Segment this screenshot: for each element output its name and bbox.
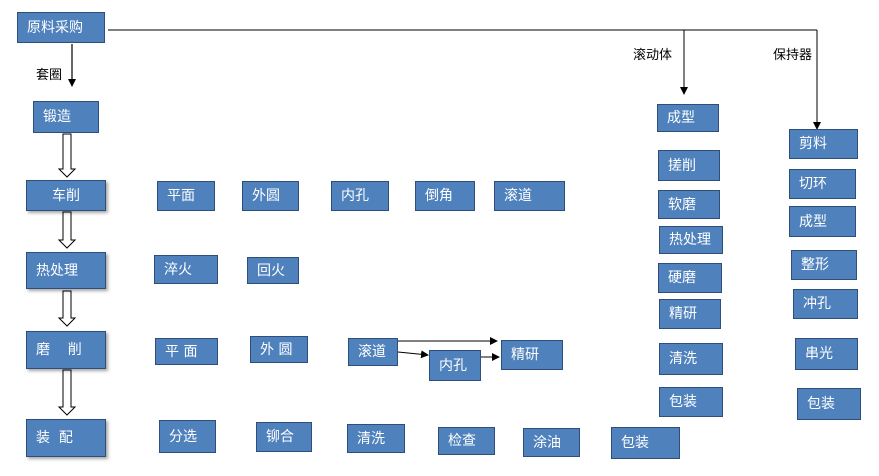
- procurement-box: 原料采购: [17, 12, 105, 43]
- rolling-step-hard-grinding: 硬磨: [658, 263, 722, 293]
- heat-op-quench: 淬火: [154, 255, 218, 284]
- grinding-op-bore: 内孔: [429, 350, 481, 381]
- rolling-step-cleaning: 清洗: [659, 343, 723, 375]
- rolling-element-label: 滚动体: [633, 48, 673, 63]
- cage-step-barrel-polishing: 串光: [795, 338, 858, 370]
- arrow-raceway-to-bore: [397, 350, 429, 359]
- cage-label: 保持器: [773, 48, 813, 63]
- grinding-op-raceway: 滚道: [348, 338, 398, 366]
- cage-step-forming: 成型: [789, 206, 856, 237]
- main-step-heat-treatment: 热处理: [26, 252, 106, 289]
- turning-op-chamfer: 倒角: [415, 181, 475, 211]
- assembly-op-cleaning: 清洗: [347, 424, 405, 453]
- assembly-op-packing: 包装: [611, 427, 680, 459]
- rolling-step-finishing: 精研: [659, 299, 721, 329]
- cage-step-blanking: 剪料: [789, 129, 858, 159]
- main-step-turning: 车削: [26, 180, 106, 211]
- cage-step-shaping: 整形: [791, 250, 857, 280]
- rolling-step-flashing: 搓削: [658, 150, 720, 181]
- main-step-grinding: 磨 削: [26, 331, 106, 369]
- rolling-step-packing: 包装: [659, 387, 723, 417]
- grinding-op-od: 外 圆: [250, 336, 308, 363]
- turning-op-raceway: 滚道: [494, 181, 565, 211]
- grinding-op-finishing: 精研: [501, 340, 563, 370]
- assembly-op-oiling: 涂油: [523, 428, 580, 457]
- rolling-step-soft-grinding: 软磨: [658, 190, 720, 219]
- assembly-op-sorting: 分选: [159, 420, 216, 453]
- grinding-op-face: 平 面: [155, 338, 218, 365]
- rolling-step-heat-treatment: 热处理: [659, 226, 723, 254]
- ring-label: 套圈: [36, 68, 63, 83]
- hollow-arrow-grinding-to-assembly: [57, 369, 77, 416]
- main-step-forging: 锻造: [33, 101, 99, 133]
- cage-step-packing: 包装: [797, 388, 861, 420]
- hollow-arrow-heat-to-grinding: [57, 290, 77, 327]
- cage-step-punching: 冲孔: [793, 289, 858, 319]
- main-step-assembly: 装 配: [26, 419, 106, 457]
- assembly-op-inspection: 检查: [438, 427, 495, 455]
- assembly-op-riveting: 铆合: [256, 422, 312, 452]
- turning-op-face: 平面: [157, 181, 215, 211]
- rolling-step-forming: 成型: [657, 104, 719, 132]
- turning-op-bore: 内孔: [331, 181, 389, 211]
- cage-step-ring-cutting: 切环: [789, 169, 856, 199]
- hollow-arrow-turning-to-heat: [57, 211, 77, 249]
- heat-op-temper: 回火: [247, 257, 299, 284]
- hollow-arrow-forging-to-turning: [57, 133, 77, 178]
- turning-op-od: 外圆: [242, 181, 299, 211]
